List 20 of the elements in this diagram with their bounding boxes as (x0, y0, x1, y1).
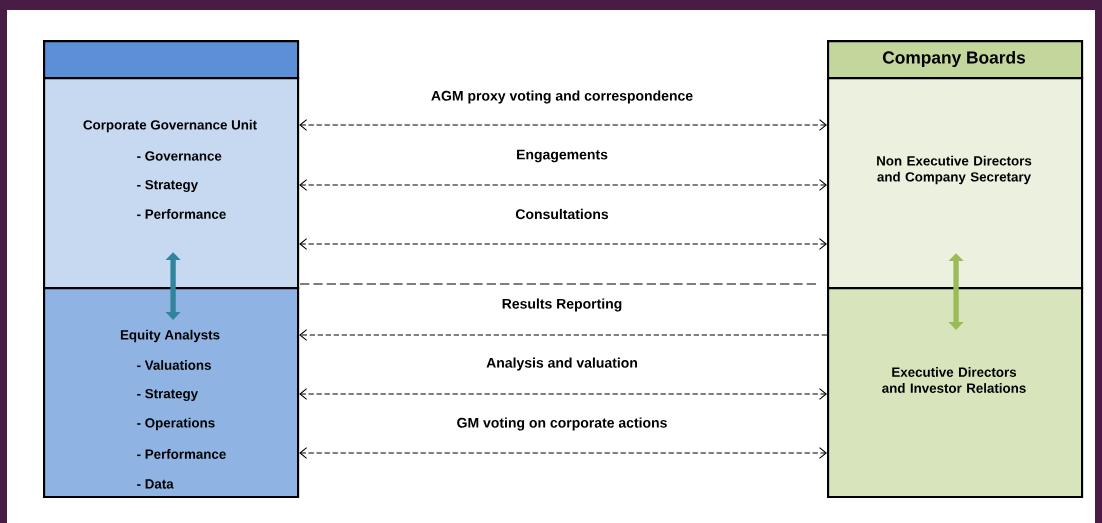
edge-label: Engagements (517, 149, 608, 163)
unit-box: Corporate Governance Unit - Governance - Strategy - Performance (43, 77, 300, 290)
edge-label: Results Reporting (502, 298, 622, 312)
unit-box: Executive Directors and Investor Relations (827, 287, 1084, 499)
edge-label: GM voting on corporate actions (457, 417, 667, 431)
arrow (299, 179, 827, 191)
arrow (165, 252, 181, 320)
edge-label: AGM proxy voting and correspondence (431, 90, 693, 104)
edge-label: Consultations (515, 208, 609, 220)
arrow (948, 253, 964, 330)
arrow (299, 447, 827, 459)
arrow (299, 119, 827, 131)
header-band: Company Boards (827, 40, 1084, 80)
unit-box: Non Executive Directors and Company Secretary (827, 77, 1084, 290)
arrow (299, 388, 827, 400)
unit-box: Equity Analysts - Valuations - Strategy - Operations - Performance - Data (43, 287, 300, 499)
edge-label: Analysis and valuation (486, 357, 637, 371)
arrow (299, 238, 827, 250)
header-band (43, 40, 300, 80)
arrow (299, 329, 828, 341)
